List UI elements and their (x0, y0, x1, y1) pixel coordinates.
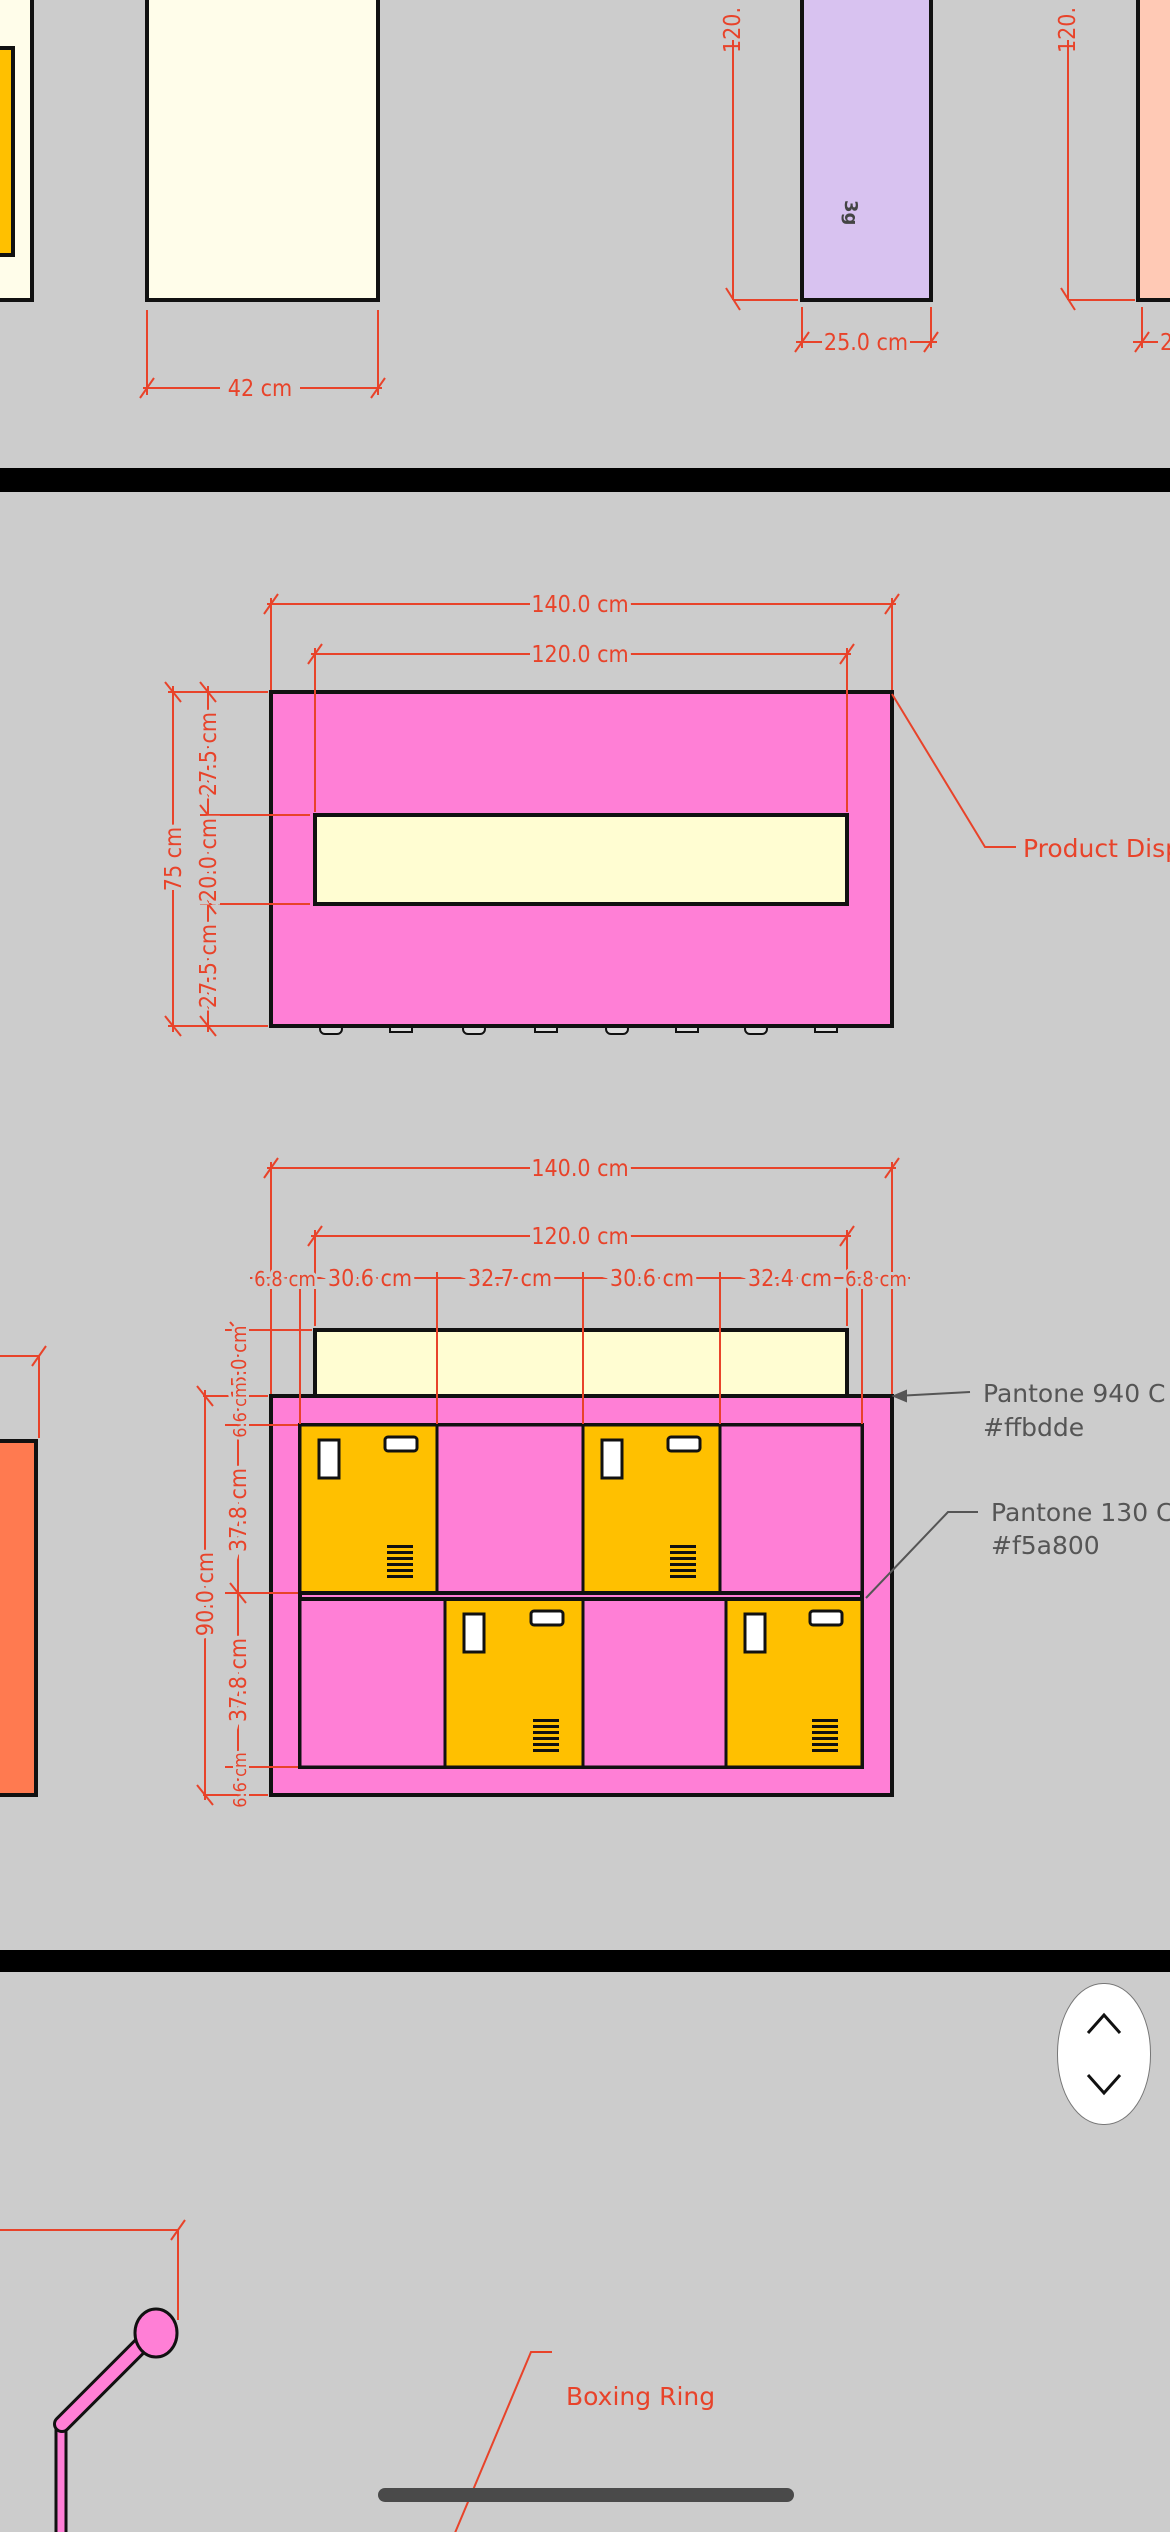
lock-icon (383, 1435, 419, 1453)
dim-label: 120. (720, 7, 746, 53)
dim-label: 32.7 cm (468, 1266, 552, 1292)
tube-label: 3g (840, 200, 861, 225)
dim-label: 140.0 cm (531, 1156, 628, 1182)
vent-icon (387, 1545, 413, 1548)
open-compartment (581, 1597, 728, 1769)
partial-orange-panel (0, 1439, 38, 1797)
dim-label: 37.8 cm (226, 1468, 252, 1552)
vent-icon (387, 1575, 413, 1578)
scroll-control[interactable] (1057, 1983, 1151, 2125)
open-compartment (435, 1423, 585, 1595)
dim-label: 120.0 cm (531, 1224, 628, 1250)
vent-icon (533, 1737, 559, 1740)
dim-label: 15.0 cm (227, 1325, 251, 1398)
dim-bottom (0, 2219, 186, 2320)
tube-purple (800, 0, 933, 302)
chevron-up-icon (1086, 2012, 1122, 2034)
door-handle-icon (743, 1612, 767, 1654)
chevron-down-icon (1086, 2074, 1122, 2096)
dim-label: 32.4 cm (748, 1266, 832, 1292)
vent-icon (533, 1725, 559, 1728)
dim-front (164, 593, 900, 1037)
dim-tube-height (725, 40, 798, 311)
dim-label: 120. (1055, 7, 1081, 53)
dim-label: 2 (1160, 330, 1170, 356)
section-separator (0, 468, 1170, 492)
vent-icon (387, 1563, 413, 1566)
callout-leader (891, 693, 1016, 848)
dim-label: 37.8 cm (226, 1638, 252, 1722)
dim-label: 30.6 cm (610, 1266, 694, 1292)
vent-icon (533, 1749, 559, 1752)
open-compartment (718, 1423, 864, 1595)
vent-icon (387, 1551, 413, 1554)
dim-label: 6.6 cm (230, 1382, 251, 1438)
vent-icon (387, 1569, 413, 1572)
vent-icon (812, 1731, 838, 1734)
door-handle-icon (600, 1438, 624, 1480)
vent-icon (670, 1545, 696, 1548)
tube-peach (1136, 0, 1170, 302)
vent-icon (812, 1749, 838, 1752)
dim-label: 140.0 cm (531, 592, 628, 618)
dim-label: 25.0 cm (824, 330, 908, 356)
cabinet-side (145, 0, 380, 302)
vent-icon (670, 1551, 696, 1554)
vent-icon (387, 1557, 413, 1560)
vent-icon (533, 1731, 559, 1734)
callout-product-display: Product Disp (1023, 834, 1170, 863)
lock-icon (808, 1609, 844, 1627)
note-pantone-940: Pantone 940 C (983, 1379, 1166, 1408)
dim-label: 6.8 cm (254, 1267, 316, 1291)
scroll-up-button[interactable] (1058, 1988, 1150, 2058)
dim-label: 6.8 cm (845, 1267, 907, 1291)
vent-icon (670, 1569, 696, 1572)
scroll-down-button[interactable] (1058, 2050, 1150, 2120)
open-compartment (298, 1597, 447, 1769)
vent-icon (670, 1563, 696, 1566)
partial-cabinet-left (0, 0, 34, 302)
boxing-ring-post (53, 2307, 179, 2532)
dim-label: 20.0 cm (196, 818, 222, 902)
dim-label: 27.5 cm (196, 924, 222, 1008)
dim-label: 75 cm (161, 827, 187, 891)
dim-tube2-height (1060, 40, 1158, 353)
lock-icon (529, 1609, 565, 1627)
dim-label: 30.6 cm (328, 1266, 412, 1292)
section-separator (0, 1950, 1170, 1972)
dim-label: 42 cm (228, 376, 292, 402)
display-front (269, 690, 894, 1035)
note-pantone-130: Pantone 130 C (991, 1498, 1170, 1527)
dim-cabinet (196, 1157, 910, 1806)
dim-partial (0, 1345, 47, 1438)
dim-cabinet-width (139, 310, 386, 399)
vent-icon (812, 1737, 838, 1740)
cabinet-front (269, 1328, 894, 1797)
vent-icon (533, 1719, 559, 1722)
home-indicator[interactable] (378, 2488, 794, 2502)
callout-boxing-ring: Boxing Ring (566, 2382, 715, 2411)
vent-icon (670, 1575, 696, 1578)
vent-icon (533, 1743, 559, 1746)
door-handle-icon (317, 1438, 341, 1480)
vent-icon (812, 1725, 838, 1728)
note-hex-130: #f5a800 (991, 1531, 1100, 1560)
dim-label: 6.6 cm (230, 1752, 251, 1808)
lock-icon (666, 1435, 702, 1453)
dim-tube-width (794, 307, 939, 353)
vent-icon (812, 1743, 838, 1746)
callout-leader (454, 2351, 552, 2532)
dim-label: 90.0 cm (193, 1552, 219, 1636)
vent-icon (812, 1719, 838, 1722)
vent-icon (670, 1557, 696, 1560)
door-handle-icon (462, 1612, 486, 1654)
note-leaders (865, 1389, 978, 1599)
note-hex-940: #ffbdde (983, 1413, 1084, 1442)
dim-label: 120.0 cm (531, 642, 628, 668)
dim-label: 27.5 cm (196, 712, 222, 796)
